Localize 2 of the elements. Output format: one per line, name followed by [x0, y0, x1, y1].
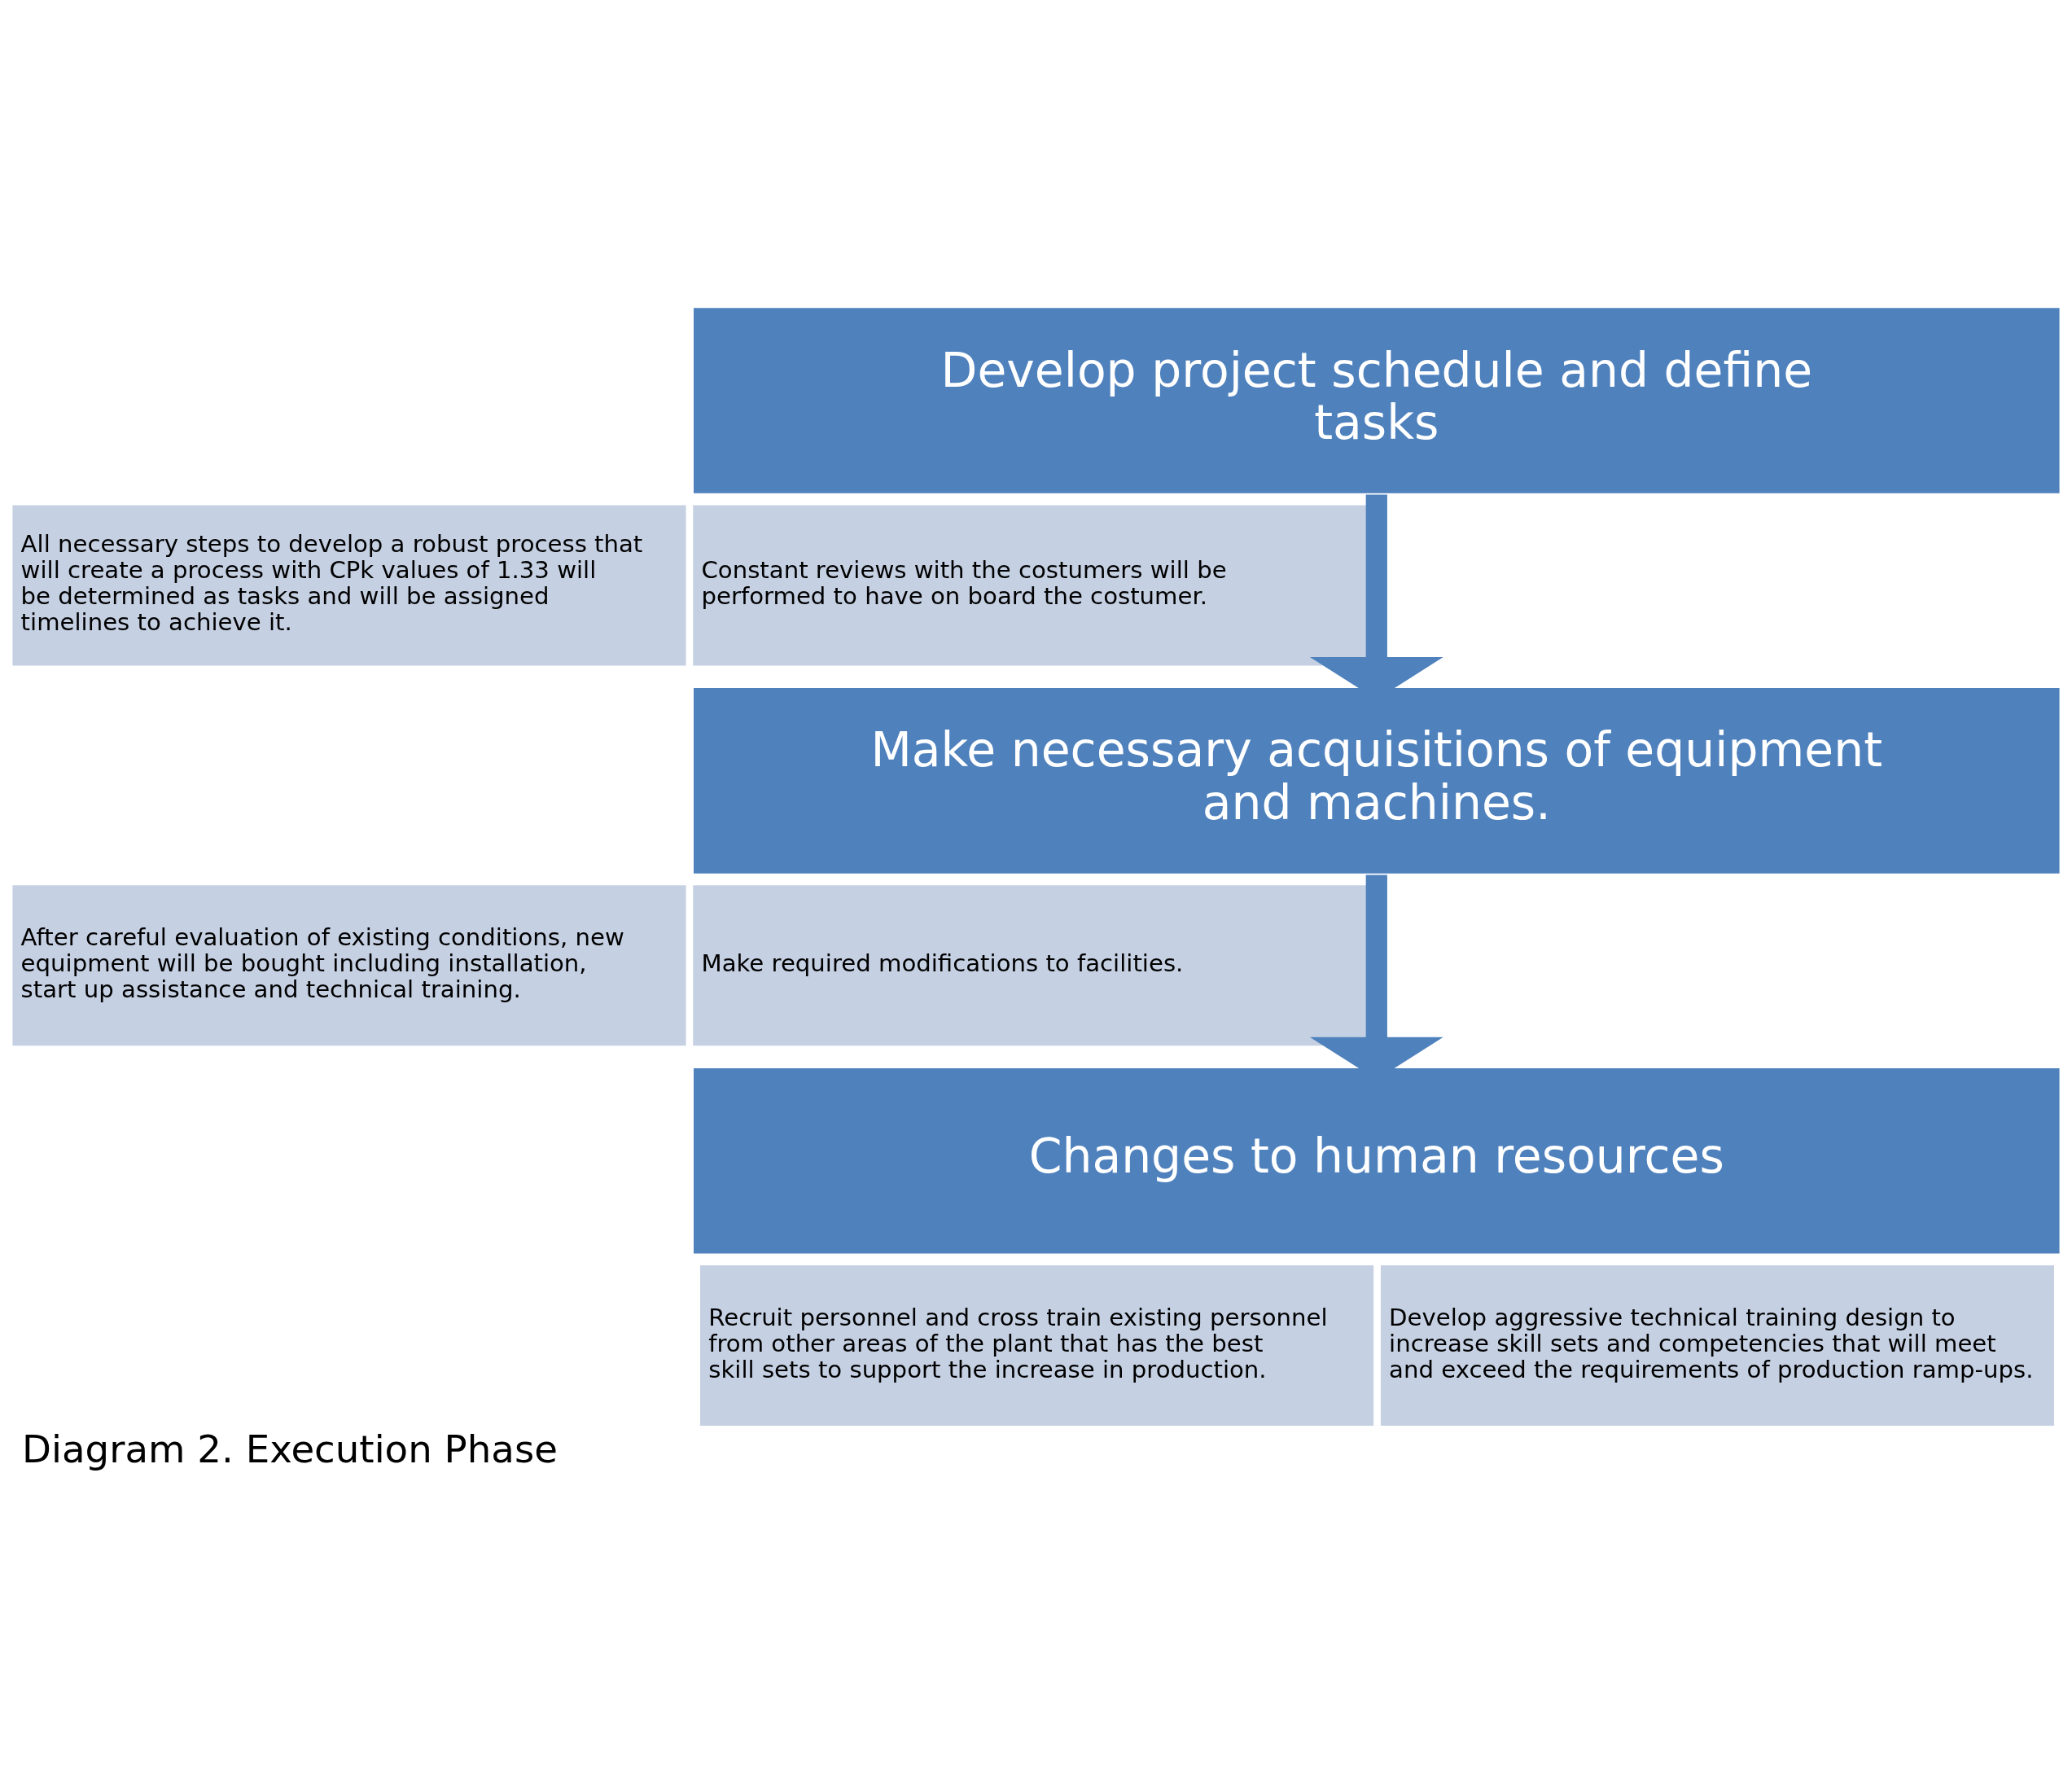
caption: Diagram 2. Execution Phase: [22, 1427, 558, 1471]
node-box: All necessary steps to develop a robust process that will create a process with CPk values of 1.33 will be determined as tasks and will be assigned timelines to achieve it.: [10, 502, 689, 668]
